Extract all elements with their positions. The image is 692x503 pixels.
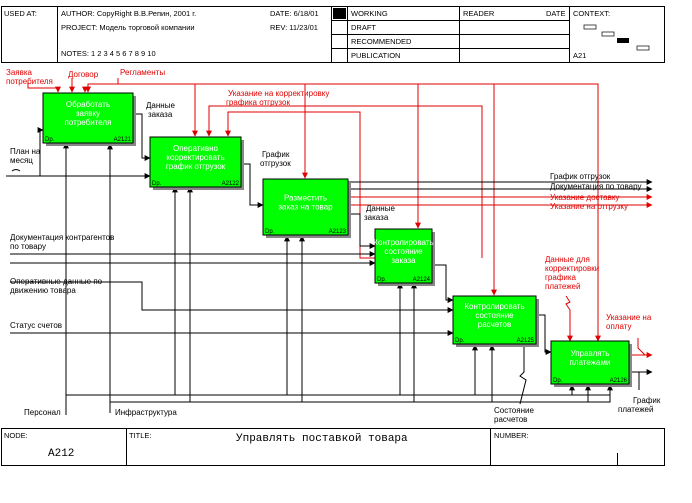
activity-code: A2122	[222, 181, 240, 187]
activity-name-line: заказ на товар	[278, 203, 333, 212]
activity-name-line: график отгрузок	[166, 162, 226, 171]
label-personal: Персонал	[24, 408, 61, 417]
reader-label: READER	[463, 9, 495, 18]
activity-name-line: Разместить	[284, 194, 327, 203]
activity-dp: Dp.	[455, 338, 465, 344]
footer-frame	[1, 428, 665, 466]
box-body	[452, 295, 537, 345]
context-label: CONTEXT:	[573, 9, 610, 18]
black-arrows	[6, 113, 653, 415]
box-body	[374, 228, 433, 284]
diagram-title: Управлять поставкой товара	[236, 433, 408, 445]
activity-name-line: корректировать	[166, 153, 224, 162]
status-working: WORKING	[351, 9, 388, 18]
reader-date-label: DATE	[546, 9, 565, 18]
project-text: PROJECT: Модель торговой компании	[61, 23, 195, 32]
activity-code: A2125	[517, 338, 535, 344]
activity-name-line: Оперативно	[173, 144, 219, 153]
activity-name-line: заказа	[391, 256, 416, 265]
title-label: TITLE:	[129, 431, 152, 440]
box-body	[262, 178, 349, 236]
activity-dp: Dp.	[265, 229, 275, 235]
status-recommended: RECOMMENDED	[351, 37, 412, 46]
activity-name-line: потребителя	[65, 118, 112, 127]
activity-name-line: платежами	[570, 358, 611, 367]
status-draft: DRAFT	[351, 23, 376, 32]
box-body	[149, 136, 242, 188]
activity-code: A2124	[413, 277, 431, 283]
box-body	[550, 340, 630, 385]
author-text: AUTHOR: CopyRight В.В.Репин, 2001 г.	[61, 9, 196, 18]
date-label: DATE: 6/18/01	[270, 9, 319, 18]
label-ukazanie-otgruzku: Указание на отгрузку	[550, 202, 628, 211]
activity-name-line: заявку	[76, 109, 100, 118]
red-arrows	[27, 78, 653, 358]
label-dokumentaciya-out: Документация по товару	[550, 182, 641, 191]
label-dogovor: Договор	[68, 70, 99, 79]
label-ukazanie-dostavku: Указание доставку	[550, 193, 619, 202]
notes-text: NOTES: 1 2 3 4 5 6 7 8 9 10	[61, 49, 156, 58]
activity-name-line: Контролировать	[373, 238, 433, 247]
activity-code: A2123	[329, 229, 347, 235]
activity-dp: Dp.	[45, 137, 55, 143]
activity-dp: Dp.	[152, 181, 162, 187]
activity-name-line: Управлять	[571, 349, 610, 358]
activity-name-line: состояние	[475, 311, 514, 320]
activity-dp: Dp.	[553, 378, 563, 384]
working-status-marker	[333, 8, 346, 19]
label-infrastruktura: Инфраструктура	[115, 408, 177, 417]
activity-boxes: ОбработатьзаявкупотребителяDp.A2121Опера…	[42, 92, 632, 387]
header-frame	[1, 6, 665, 63]
label-grafik-otgruzok-out: График отгрузок	[550, 172, 611, 181]
box-body	[42, 92, 134, 144]
label-status-schetov: Статус счетов	[10, 321, 62, 330]
used-at-label: USED AT:	[4, 9, 37, 18]
node-label: NODE:	[4, 431, 28, 440]
activity-name-line: Обработать	[66, 100, 110, 109]
activity-name-line: Контролировать	[464, 302, 524, 311]
rev-label: REV: 11/23/01	[270, 23, 318, 32]
activity-dp: Dp.	[377, 277, 387, 283]
node-value: A212	[48, 448, 74, 460]
number-label: NUMBER:	[494, 431, 529, 440]
context-node: A21	[573, 51, 586, 60]
activity-code: A2121	[114, 137, 132, 143]
status-publication: PUBLICATION	[351, 51, 400, 60]
activity-code: A2126	[610, 378, 628, 384]
context-thumbnail	[583, 24, 650, 51]
label-reglamenty: Регламенты	[120, 68, 165, 77]
activity-name-line: расчетов	[478, 320, 511, 329]
activity-name-line: состояние	[384, 247, 423, 256]
